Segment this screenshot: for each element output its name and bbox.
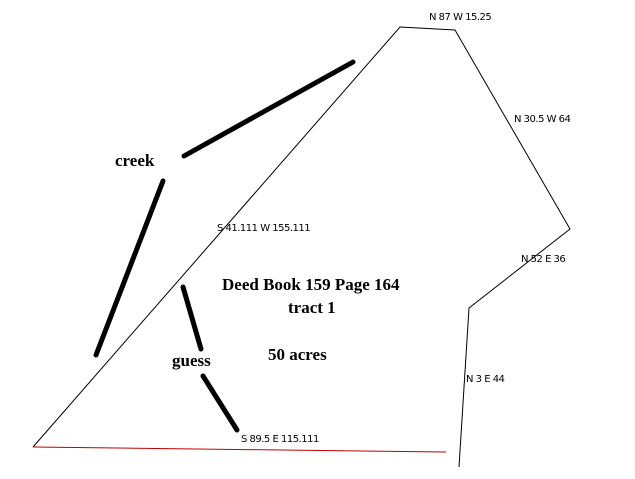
- bearing-southeast: N 3 E 44: [466, 374, 505, 385]
- deed-title: Deed Book 159 Page 164: [222, 275, 400, 294]
- property-boundary: [32, 26, 571, 468]
- tract-label: tract 1: [288, 298, 336, 317]
- creek-line-upper: [181, 59, 356, 159]
- guess-label: guess: [172, 351, 211, 370]
- acreage-label: 50 acres: [268, 345, 327, 364]
- south-boundary-line: [32, 446, 447, 453]
- guess-line-lower: [200, 373, 240, 433]
- bearing-west: S 41.111 W 155.111: [217, 223, 311, 234]
- bearing-east: N 52 E 36: [521, 254, 566, 265]
- creek-label: creek: [115, 151, 155, 170]
- bearing-south: S 89.5 E 115.111: [241, 434, 319, 445]
- creek-line-lower: [93, 178, 166, 358]
- bearing-top: N 87 W 15.25: [429, 12, 492, 23]
- bearing-northeast: N 30.5 W 64: [514, 114, 571, 125]
- guess-line-upper: [180, 284, 204, 352]
